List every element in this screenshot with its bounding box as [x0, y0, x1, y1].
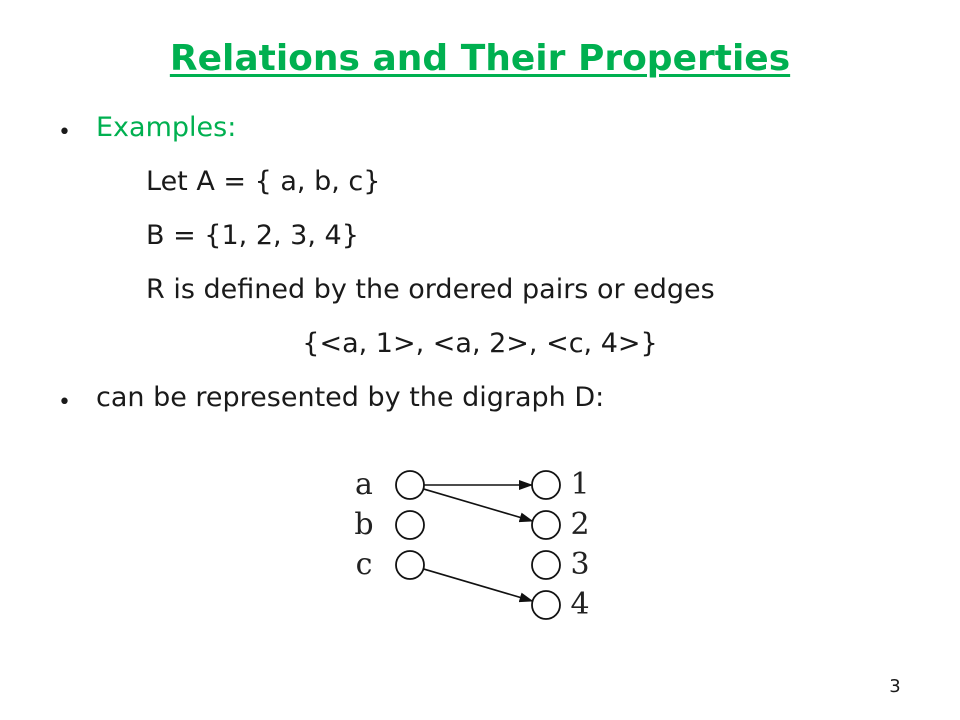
- relation-description: R is defined by the ordered pairs or edg…: [146, 274, 715, 305]
- node-label-4: 4: [570, 587, 589, 622]
- node-left-a: [395, 470, 425, 500]
- slide-number: 3: [889, 676, 901, 697]
- edge-c-4: [423, 568, 534, 603]
- set-b-definition: B = {1, 2, 3, 4}: [146, 220, 359, 251]
- node-left-b: [395, 510, 425, 540]
- node-label-3: 3: [570, 547, 589, 582]
- node-label-1: 1: [570, 467, 589, 502]
- digraph-intro: can be represented by the digraph D:: [96, 382, 605, 413]
- node-label-a: a: [355, 467, 373, 502]
- node-label-b: b: [354, 507, 373, 542]
- node-right-3: [531, 550, 561, 580]
- node-right-2: [531, 510, 561, 540]
- bullet-digraph: •: [58, 390, 71, 415]
- edge-a-2: [423, 488, 534, 523]
- node-right-1: [531, 470, 561, 500]
- bullet-examples: •: [58, 120, 71, 145]
- set-a-definition: Let A = { a, b, c}: [146, 166, 381, 197]
- node-label-2: 2: [570, 507, 589, 542]
- examples-label: Examples:: [96, 112, 237, 143]
- node-right-4: [531, 590, 561, 620]
- slide-title: Relations and Their Properties: [169, 38, 791, 79]
- relation-pairs: {<a, 1>, <a, 2>, <c, 4>}: [302, 328, 658, 359]
- node-left-c: [395, 550, 425, 580]
- node-label-c: c: [356, 547, 373, 582]
- digraph-d: abc 1 2 3 4: [354, 467, 589, 622]
